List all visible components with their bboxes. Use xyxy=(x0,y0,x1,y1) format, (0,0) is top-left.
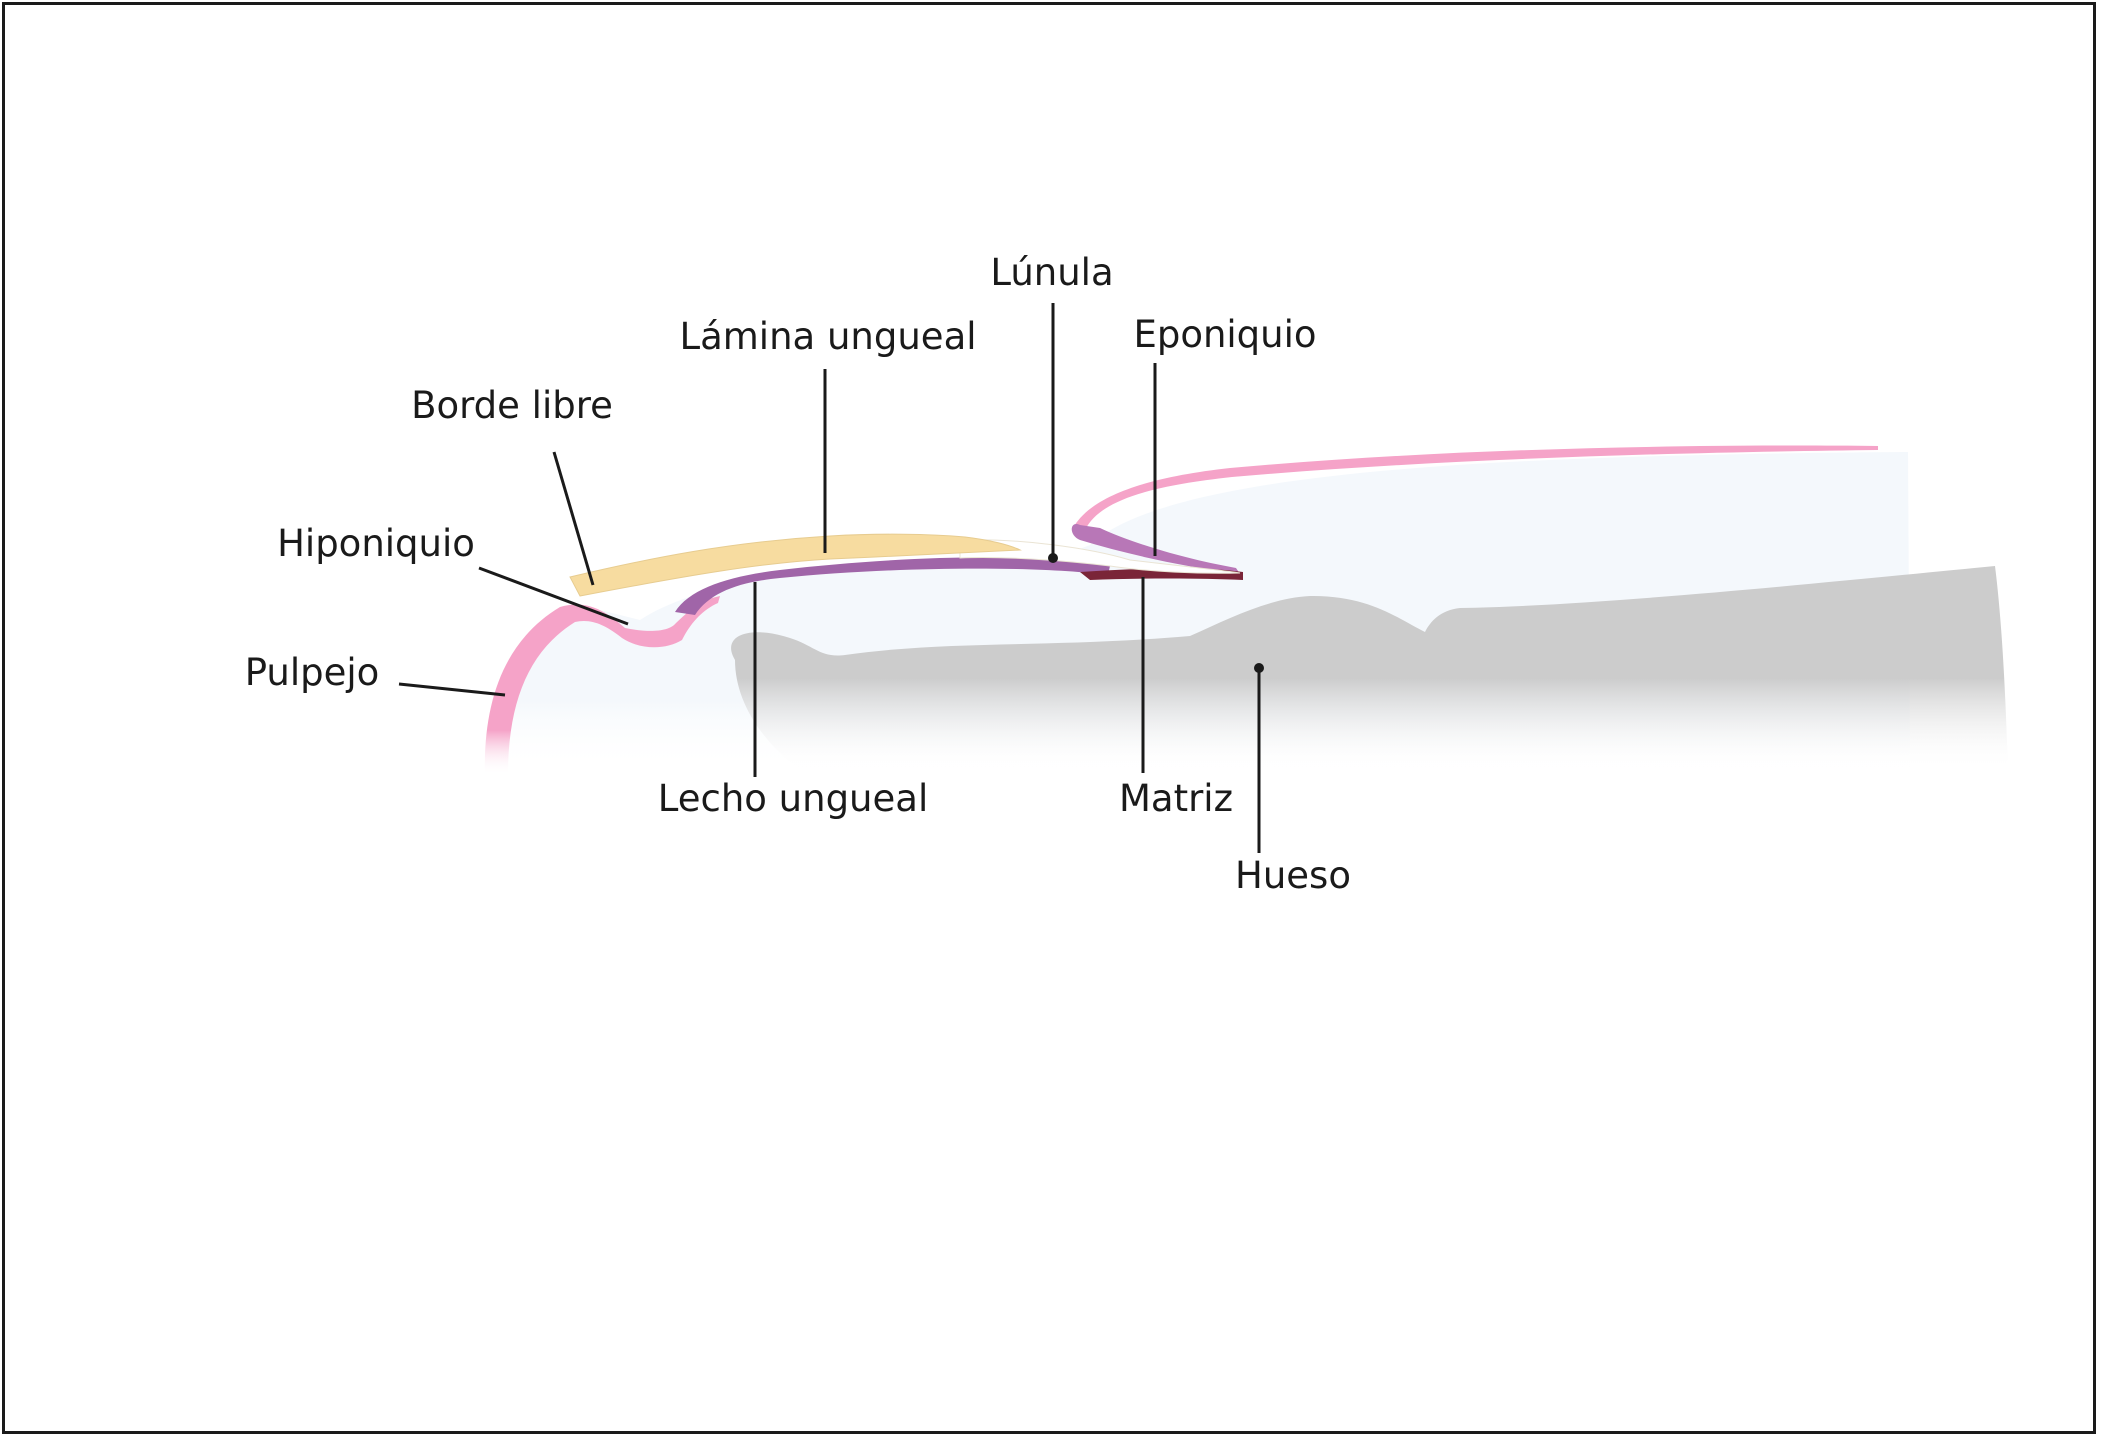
pulp-skin xyxy=(484,596,720,775)
label-hiponiquio: Hiponiquio xyxy=(277,522,475,565)
leader-lunula-dot xyxy=(1048,553,1058,563)
label-lecho-ungueal: Lecho ungueal xyxy=(658,777,928,820)
lunula xyxy=(959,539,1241,574)
label-borde-libre: Borde libre xyxy=(411,384,613,427)
leader-hueso-dot xyxy=(1254,663,1264,673)
nail-plate xyxy=(569,533,1022,597)
nail-bed xyxy=(675,557,1110,615)
label-pulpejo: Pulpejo xyxy=(245,651,380,694)
label-eponiquio: Eponiquio xyxy=(1133,313,1316,356)
leader-borde-libre xyxy=(552,451,595,586)
label-lunula: Lúnula xyxy=(990,251,1113,294)
leader-pulpejo xyxy=(398,682,506,697)
bone xyxy=(731,566,2008,770)
label-lamina-ungueal: Lámina ungueal xyxy=(679,315,976,358)
leader-hiponiquio xyxy=(478,566,629,626)
label-hueso: Hueso xyxy=(1235,854,1351,897)
eponychium-skin xyxy=(1073,445,1878,530)
label-matriz: Matriz xyxy=(1119,777,1233,820)
